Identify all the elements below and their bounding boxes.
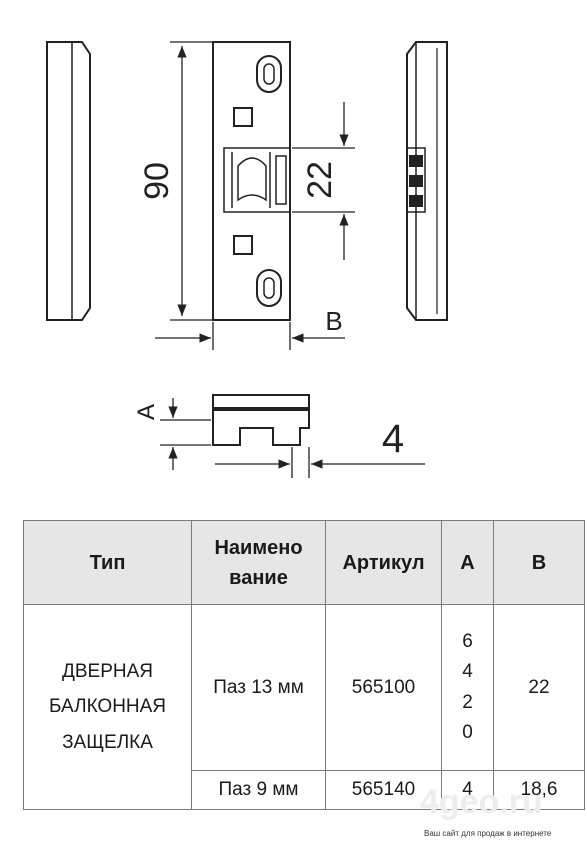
watermark-tagline: Ваш сайт для продаж в интернете (424, 829, 552, 838)
a-value: 4 (462, 661, 473, 683)
cell-a-values: 6 4 2 0 (441, 604, 494, 771)
watermark-logo: 4geo.ru (420, 783, 543, 821)
product-type-line: ЗАЩЕЛКА (62, 731, 153, 753)
cell-a: 4 (441, 770, 494, 810)
product-type-line: БАЛКОННАЯ (48, 696, 167, 718)
dim-b (155, 322, 345, 350)
dim-4-label: 4 (382, 417, 404, 461)
cell-article: 565140 (325, 770, 442, 810)
spec-table: Тип Наимено вание Артикул A B ДВЕРНАЯ БА… (23, 520, 585, 810)
dim-a (160, 398, 211, 470)
side-view-right (406, 41, 448, 321)
header-a: A (441, 520, 494, 605)
dim-a-label: A (133, 404, 160, 420)
cell-article: 565100 (325, 604, 442, 771)
technical-drawing: 90 22 B A (46, 41, 448, 478)
header-name: Наимено вание (191, 520, 326, 605)
a-value: 0 (462, 721, 473, 743)
table-row: ДВЕРНАЯ БАЛКОННАЯ ЗАЩЕЛКА Паз 13 мм 5651… (23, 604, 585, 810)
cell-name: Паз 13 мм (191, 604, 326, 771)
dim-90 (170, 41, 212, 321)
product-type-line: ДВЕРНАЯ (61, 661, 153, 683)
header-article: Артикул (325, 520, 442, 605)
dim-90-label: 90 (138, 162, 176, 200)
a-value: 2 (462, 691, 473, 713)
header-b: B (493, 520, 585, 605)
header-type: Тип (23, 520, 192, 605)
side-view-left (46, 41, 91, 321)
dim-22 (292, 102, 355, 260)
dim-22-label: 22 (301, 161, 339, 199)
dim-b-label: B (325, 306, 342, 336)
header-name-line1: Наимено (214, 536, 303, 559)
cell-name: Паз 9 мм (191, 770, 326, 810)
a-value: 6 (462, 630, 473, 652)
bottom-view (212, 394, 310, 446)
cell-product-type: ДВЕРНАЯ БАЛКОННАЯ ЗАЩЕЛКА (23, 604, 192, 810)
dim-4 (215, 447, 425, 478)
cell-b: 22 (493, 604, 585, 771)
front-view (212, 41, 291, 321)
table-header-row: Тип Наимено вание Артикул A B (23, 520, 585, 605)
watermark: 4geo.ru Ваш сайт для продаж в интернете (420, 783, 585, 843)
table-row: Паз 9 мм 565140 4 18,6 (24, 770, 585, 810)
header-name-line2: вание (229, 566, 288, 589)
cell-b: 18,6 (493, 770, 585, 810)
